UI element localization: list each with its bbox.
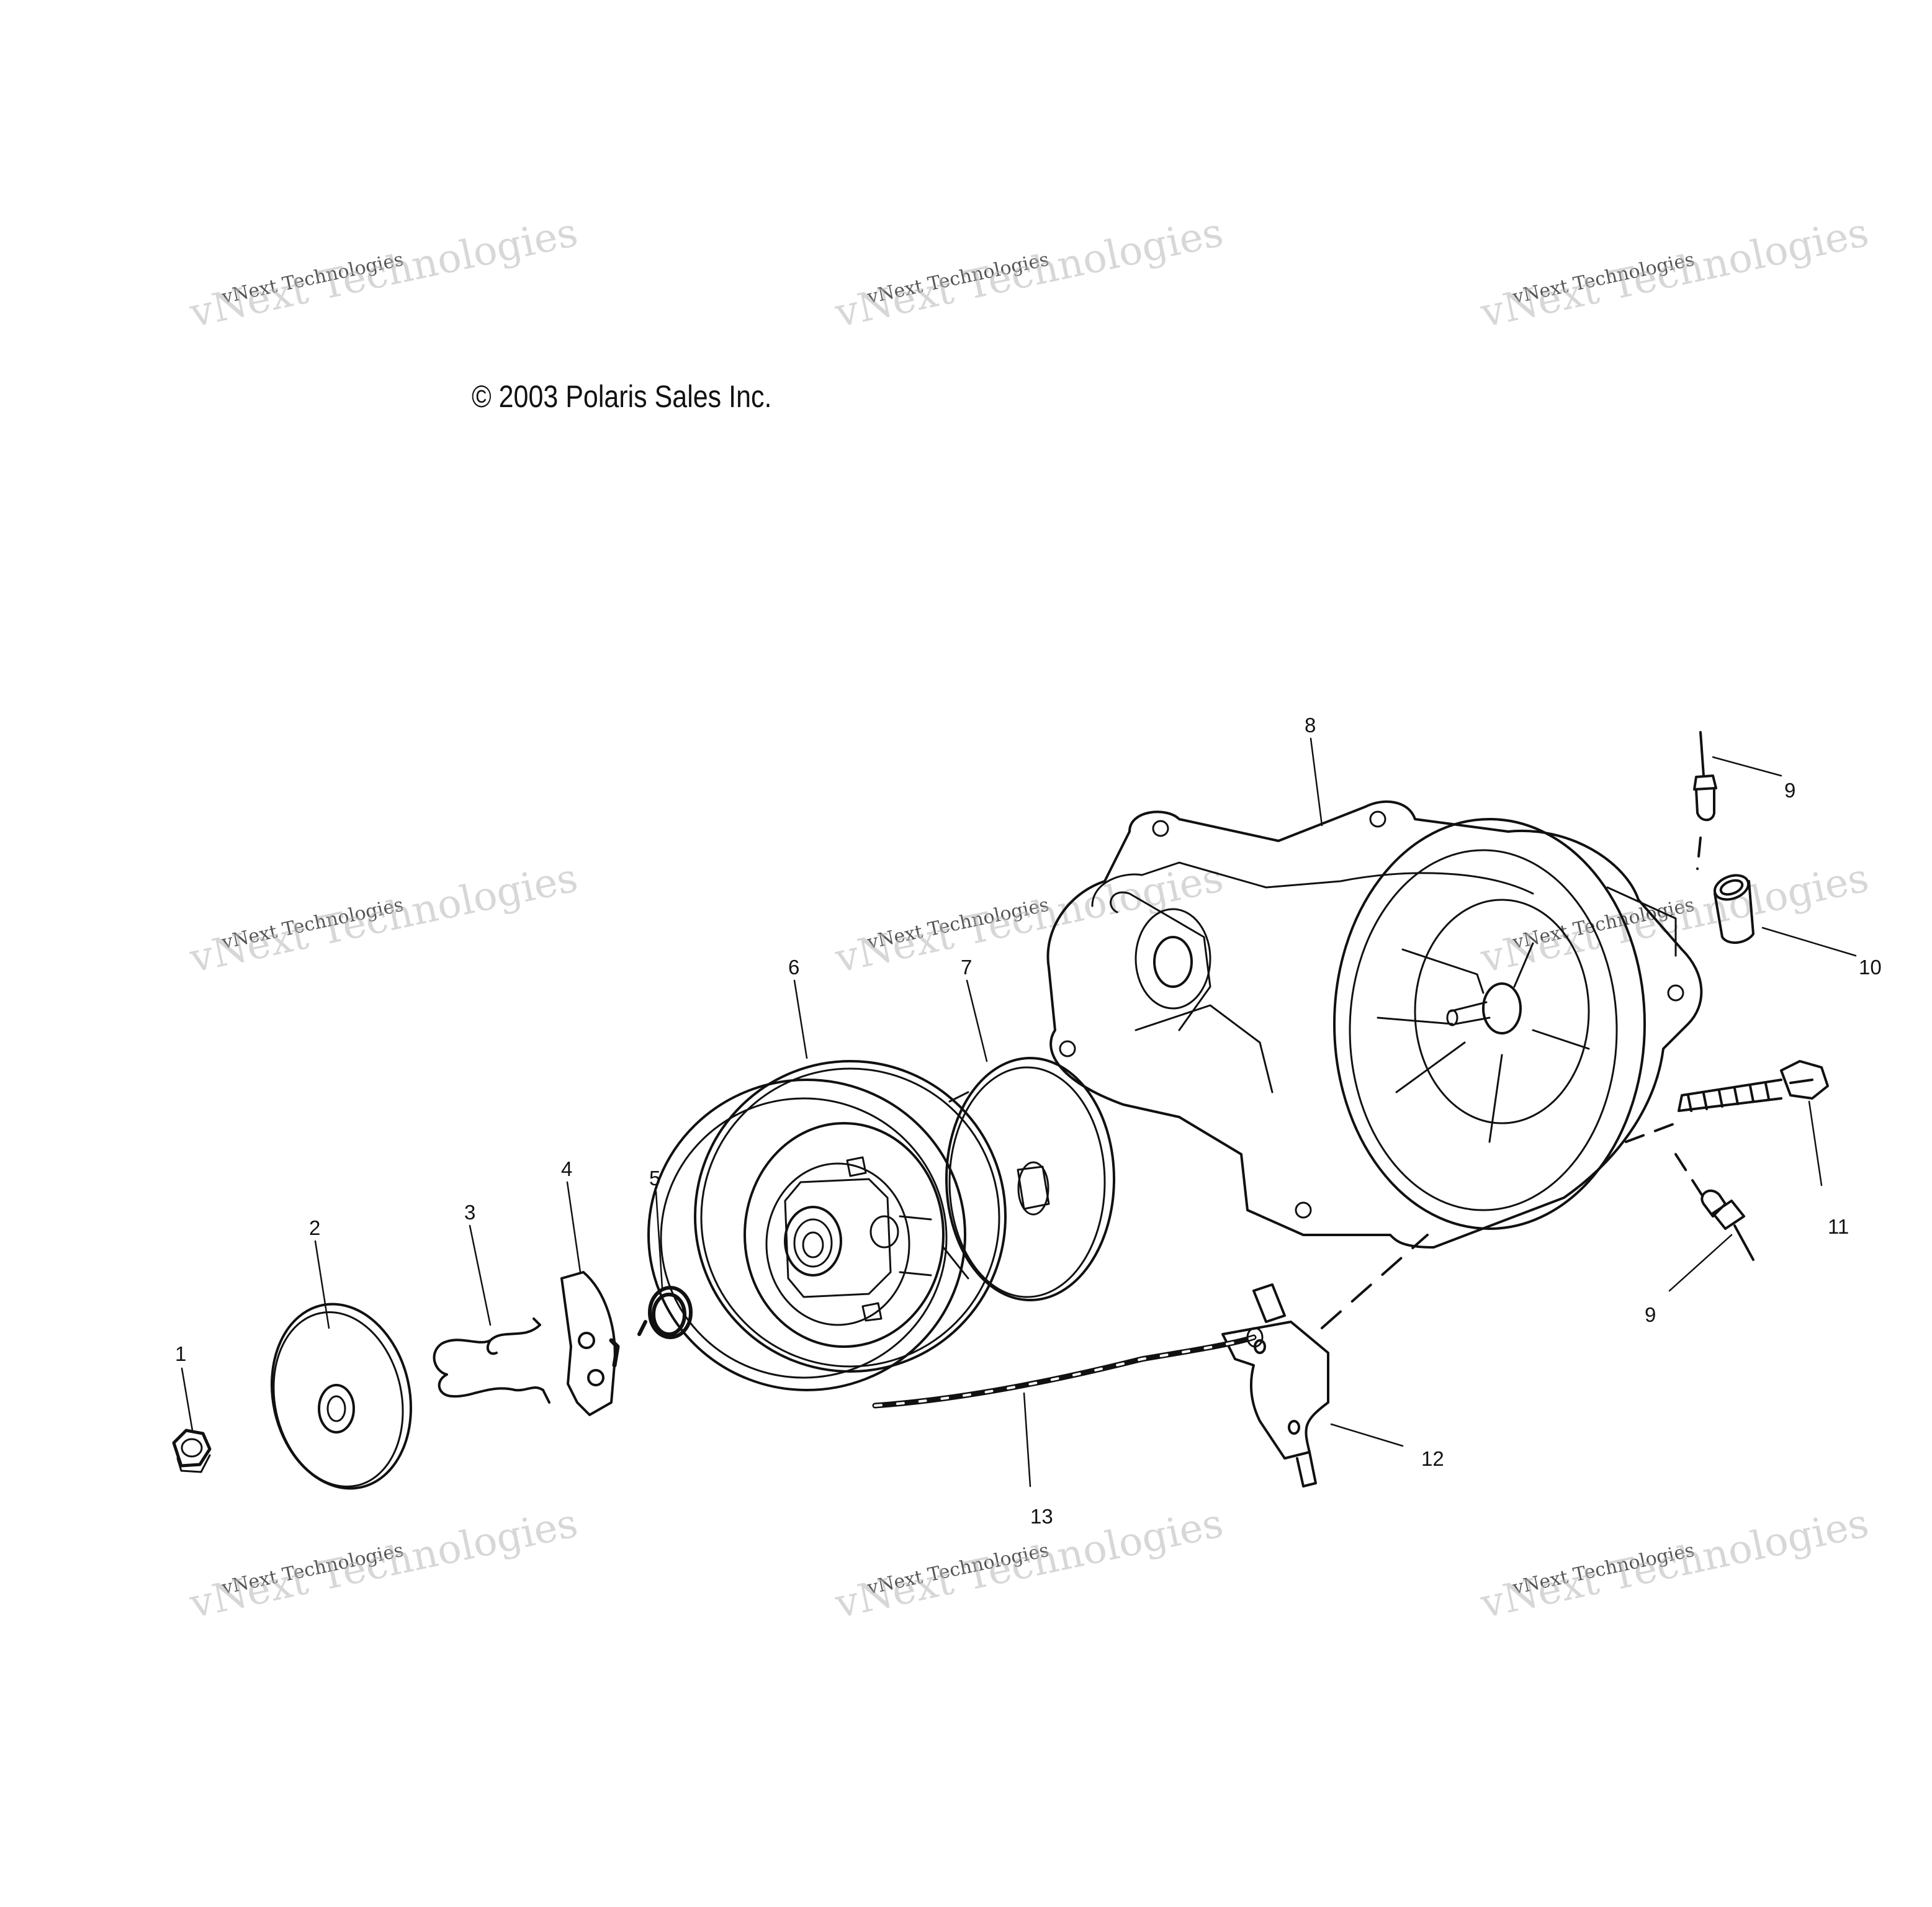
callout-2: 2: [309, 1216, 320, 1239]
callout-labels: 1 2 3 4 5 6 7 8 9 9 10 11 12 13: [175, 714, 1882, 1528]
callout-3: 3: [464, 1201, 475, 1224]
part-11-bolt: [1625, 1060, 1829, 1143]
part-10-bushing: [1713, 874, 1755, 945]
part-6-pulley: [647, 1060, 1007, 1391]
part-2-plate: [270, 1303, 413, 1490]
part-4-pawl: [560, 1271, 620, 1416]
part-12-bracket: [1221, 1234, 1429, 1487]
callout-12: 12: [1421, 1447, 1444, 1470]
callout-10: 10: [1859, 956, 1882, 979]
callout-8: 8: [1305, 714, 1316, 737]
callout-7: 7: [961, 956, 972, 979]
callout-13: 13: [1030, 1505, 1053, 1528]
callout-5: 5: [649, 1167, 660, 1190]
part-1-nut: [172, 1429, 212, 1473]
callout-4: 4: [561, 1157, 572, 1180]
part-3-clip: [433, 1317, 550, 1404]
part-7-spring-disc: [942, 1057, 1115, 1301]
part-8-housing: [1046, 800, 1703, 1249]
callout-11: 11: [1828, 1215, 1849, 1238]
leader-lines: [181, 737, 1857, 1487]
callout-9-top: 9: [1784, 779, 1795, 802]
copyright-notice: © 2003 Polaris Sales Inc.: [472, 379, 772, 414]
part-13-rope: [872, 1327, 1264, 1409]
callout-6: 6: [788, 956, 799, 979]
callout-9-bottom: 9: [1645, 1303, 1656, 1326]
part-9-rivet-bottom: [1674, 1153, 1755, 1261]
part-9-rivet-top: [1693, 731, 1717, 870]
callout-1: 1: [175, 1342, 186, 1365]
